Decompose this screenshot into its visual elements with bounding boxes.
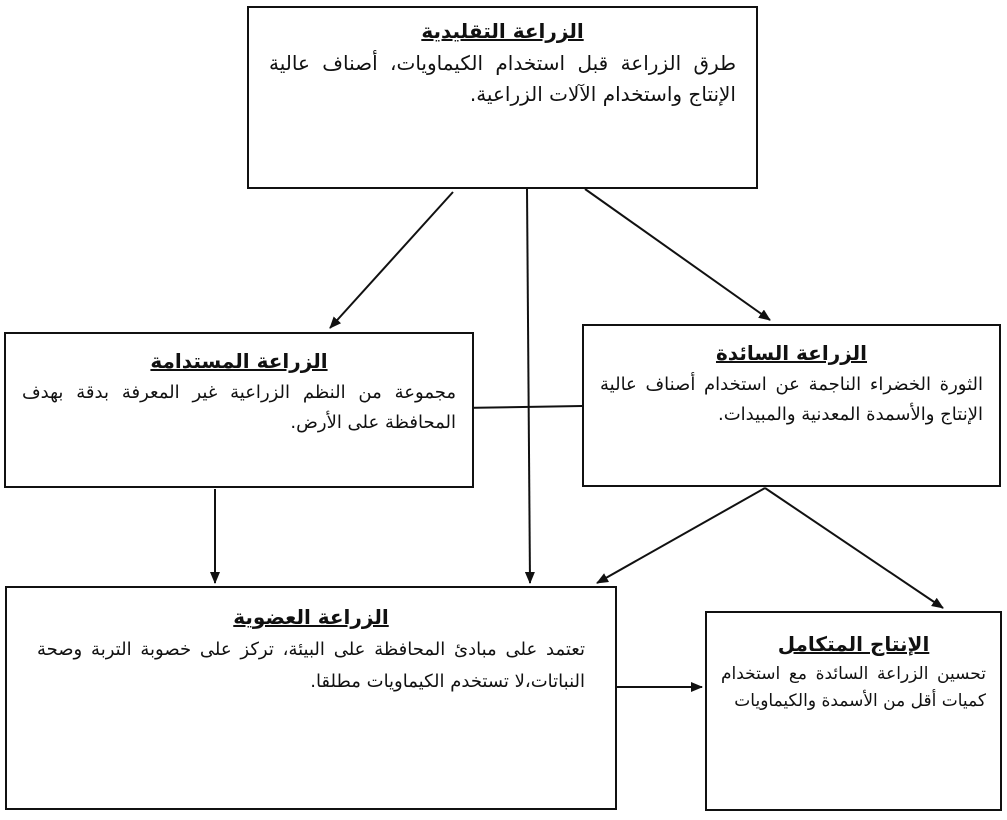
arrow-traditional-to-sustainable	[329, 191, 454, 329]
arrow-traditional-to-organic	[524, 188, 535, 584]
node-title: الزراعة المستدامة	[150, 349, 328, 373]
node-title: الزراعة السائدة	[715, 341, 868, 365]
node-sustainable-agriculture: الزراعة المستدامة مجموعة من النظم الزراع…	[4, 332, 474, 488]
node-description: تحسين الزراعة السائدة مع استخدام كميات أ…	[721, 664, 986, 712]
node-integrated-production: الإنتاج المتكامل تحسين الزراعة السائدة م…	[705, 611, 1002, 811]
node-description: الثورة الخضراء الناجمة عن استخدام أصناف …	[600, 374, 983, 425]
node-mainstream-agriculture: الزراعة السائدة الثورة الخضراء الناجمة ع…	[582, 324, 1001, 487]
node-title: الزراعة التقليدية	[421, 19, 584, 43]
node-title: الزراعة العضوية	[233, 605, 389, 629]
node-description: طرق الزراعة قبل استخدام الكيماويات، أصنا…	[269, 51, 736, 106]
node-traditional-agriculture: الزراعة التقليدية طرق الزراعة قبل استخدا…	[247, 6, 758, 189]
node-organic-agriculture: الزراعة العضوية تعتمد على مبادئ المحافظة…	[5, 586, 617, 810]
arrow-mainstream-to-sustainable	[459, 402, 583, 413]
node-description: مجموعة من النظم الزراعية غير المعرفة بدق…	[22, 382, 456, 433]
arrow-traditional-to-mainstream	[584, 188, 771, 321]
arrow-mainstream-to-organic	[596, 487, 766, 584]
arrow-mainstream-to-integrated	[764, 487, 944, 609]
node-description: تعتمد على مبادئ المحافظة على البيئة، ترك…	[37, 639, 585, 693]
node-title: الإنتاج المتكامل	[777, 632, 930, 656]
